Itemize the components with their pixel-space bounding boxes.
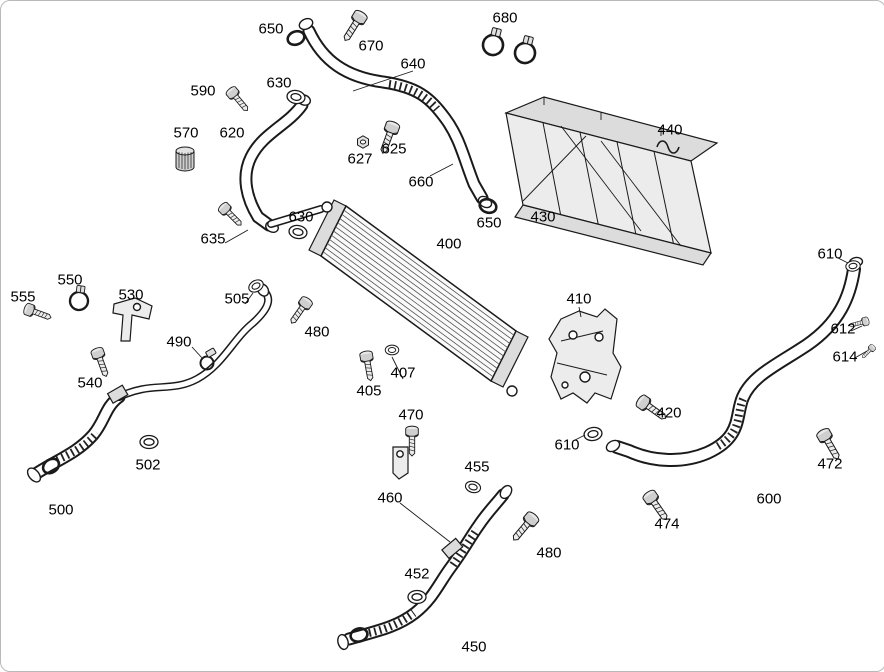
- bracket-530: [112, 297, 153, 342]
- hose-500: [26, 390, 126, 483]
- cylinder-570: [175, 146, 195, 172]
- part-callout-590: 590: [190, 82, 216, 100]
- part-callout-627: 627: [347, 150, 373, 168]
- part-callout-460: 460: [377, 489, 403, 507]
- bolt-480-upper: [285, 294, 315, 328]
- oring-630-lower: [287, 223, 309, 241]
- bracket-460: [392, 446, 409, 480]
- part-callout-452: 452: [404, 565, 430, 583]
- clip-490: [199, 347, 217, 371]
- air-duct-430: [504, 96, 719, 266]
- part-callout-625: 625: [381, 140, 407, 158]
- bolt-635: [216, 200, 246, 230]
- part-callout-630: 630: [288, 208, 314, 226]
- part-callout-490: 490: [166, 333, 192, 351]
- bolt-590: [224, 84, 253, 115]
- part-callout-455: 455: [464, 458, 490, 476]
- oring-455: [463, 479, 483, 495]
- part-callout-480: 480: [304, 323, 330, 341]
- part-callout-612: 612: [830, 320, 856, 338]
- oring-610-lower: [582, 425, 604, 443]
- part-callout-474: 474: [654, 515, 680, 533]
- part-callout-540: 540: [77, 374, 103, 392]
- part-callout-635: 635: [200, 230, 226, 248]
- part-callout-500: 500: [48, 501, 74, 519]
- washer-407: [384, 344, 400, 356]
- part-callout-610: 610: [817, 245, 843, 263]
- part-callout-640: 640: [400, 55, 426, 73]
- part-callout-420: 420: [656, 404, 682, 422]
- hose-640: [298, 17, 493, 209]
- part-callout-650: 650: [476, 214, 502, 232]
- oring-502: [139, 434, 159, 450]
- part-callout-502: 502: [135, 456, 161, 474]
- clamp-pair-680: [479, 24, 541, 67]
- part-callout-405: 405: [356, 382, 382, 400]
- part-callout-680: 680: [492, 9, 518, 27]
- part-callout-505: 505: [224, 290, 250, 308]
- part-callout-555: 555: [10, 288, 36, 306]
- part-callout-610: 610: [554, 436, 580, 454]
- part-callout-670: 670: [358, 37, 384, 55]
- oring-452: [407, 589, 427, 605]
- hose-450: [337, 484, 513, 651]
- part-callout-472: 472: [817, 455, 843, 473]
- part-callout-570: 570: [173, 124, 199, 142]
- part-callout-450: 450: [461, 638, 487, 656]
- part-callout-407: 407: [390, 364, 416, 382]
- part-callout-614: 614: [832, 348, 858, 366]
- part-callout-480: 480: [536, 544, 562, 562]
- bolt-614: [859, 343, 877, 361]
- part-callout-660: 660: [408, 173, 434, 191]
- intercooler-400: [308, 199, 529, 397]
- part-callout-530: 530: [118, 286, 144, 304]
- bolt-405: [358, 349, 378, 383]
- part-callout-550: 550: [57, 271, 83, 289]
- bracket-410: [548, 308, 622, 404]
- part-callout-440: 440: [657, 121, 683, 139]
- nut-627: [357, 135, 369, 149]
- part-callout-470: 470: [398, 406, 424, 424]
- clip-440: [656, 140, 680, 154]
- bolt-555: [21, 302, 54, 324]
- part-callout-430: 430: [530, 208, 556, 226]
- bolt-480-lower: [507, 509, 541, 545]
- part-callout-400: 400: [436, 235, 462, 253]
- part-callout-600: 600: [756, 490, 782, 508]
- clamp-550: [67, 283, 92, 313]
- pipe-490-500: [106, 283, 273, 405]
- leader-lines: [191, 70, 868, 543]
- part-callout-410: 410: [566, 290, 592, 308]
- part-callout-650: 650: [258, 20, 284, 38]
- part-callout-620: 620: [219, 124, 245, 142]
- part-callout-630: 630: [266, 74, 292, 92]
